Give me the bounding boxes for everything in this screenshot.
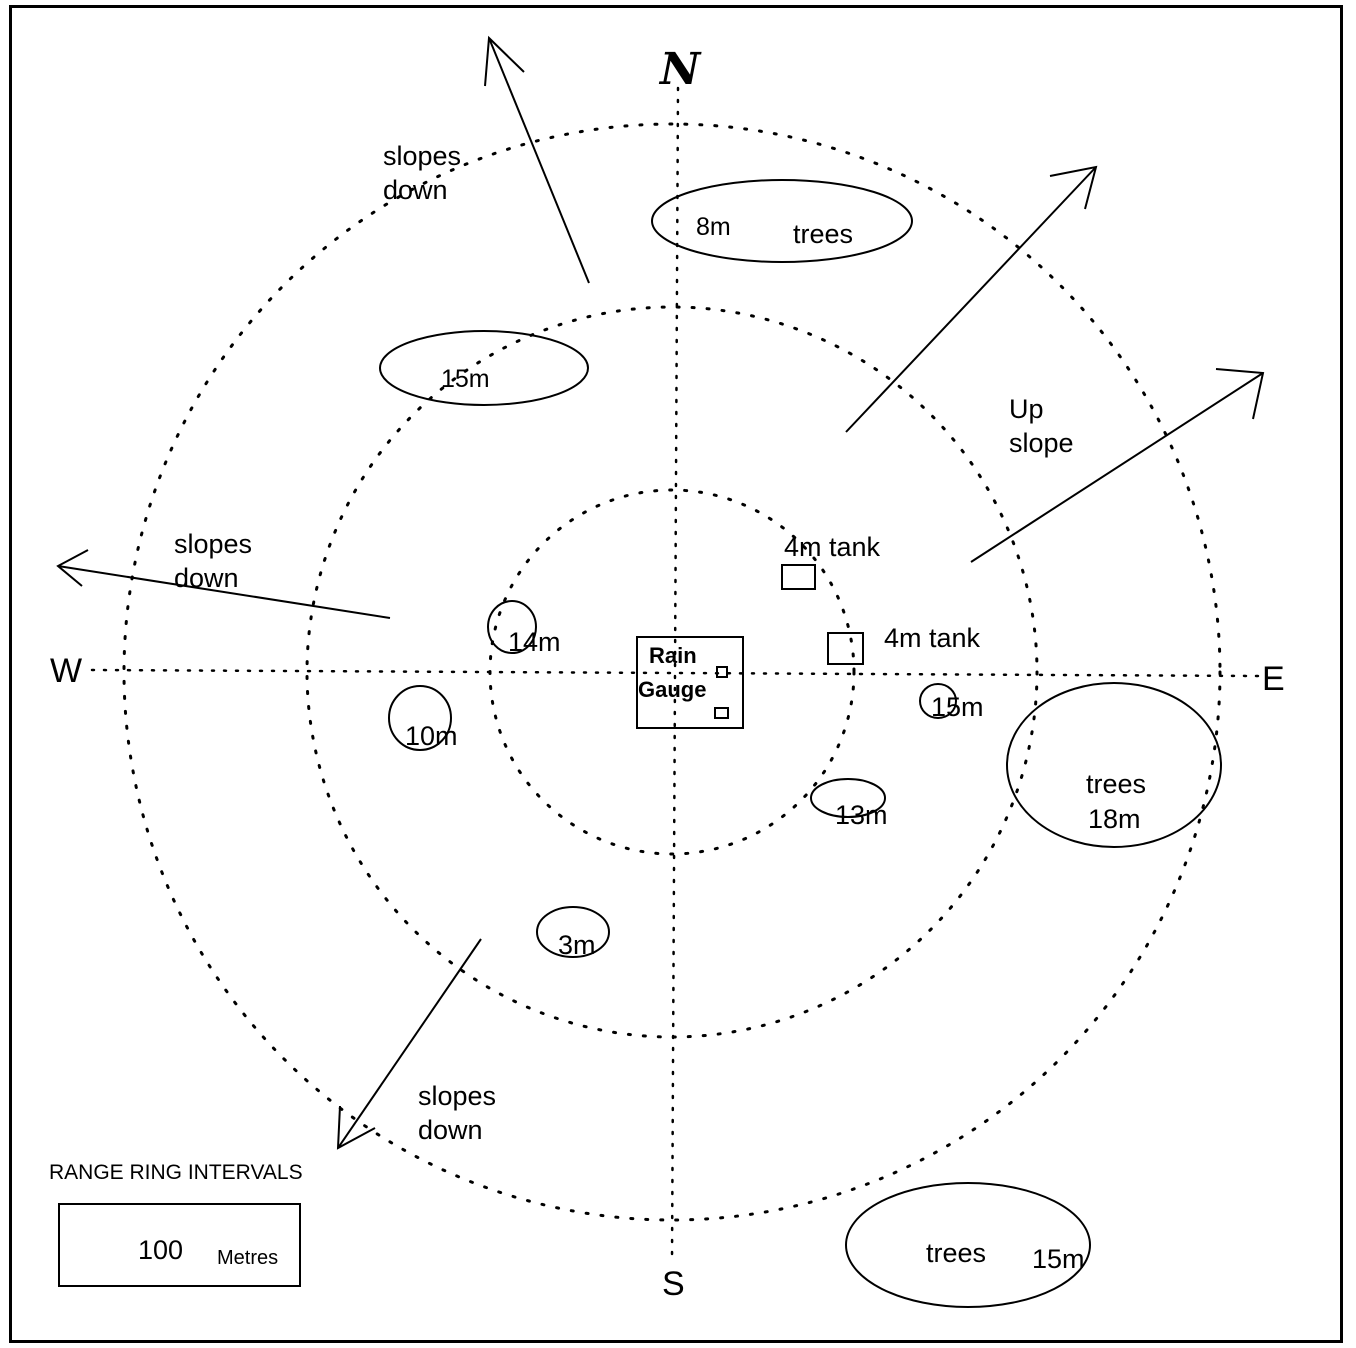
east-west-axis [90,668,1260,678]
obstacle-east-inner-outline [919,683,957,719]
trees-north-label: trees [793,219,853,249]
slope-w-label-line1: slopes [174,529,252,559]
gauge-marker-square [716,666,728,678]
obstacle-west-mid-height: 10m [405,721,458,751]
south-label: S [662,1265,685,1303]
tank-upper-shape [781,564,816,590]
obstacle-sw-height: 3m [558,930,596,960]
slope-arrow-north-east-lower [970,368,1265,563]
range-ring-300m [122,122,1222,1222]
obstacle-east-inner-height: 15m [931,692,984,722]
trees-east-outline [1006,682,1222,848]
legend-unit: Metres [217,1247,278,1269]
tank-lower-shape [827,632,864,665]
trees-east-height: 18m [1088,804,1141,834]
north-label: N [658,44,702,95]
slope-nw-label-line1: slopes [383,141,461,171]
slope-ne-label-line2: slope [1009,428,1074,458]
slope-ne-label-line1: Up [1009,394,1044,424]
slope-nw-label-line2: down [383,175,448,205]
diagram-frame [9,5,1343,1343]
obstacle-west-inner-height: 14m [508,627,561,657]
legend-box [58,1203,301,1287]
slope-arrow-west [56,549,391,619]
rain-gauge-label-line2: Gauge [638,677,706,702]
obstacle-west-inner-outline [487,600,537,654]
slope-sw-label-line1: slopes [418,1081,496,1111]
obstacle-nw-outline [379,330,589,406]
slope-arrow-south-west [336,938,482,1150]
tank-lower-label: 4m tank [884,623,981,653]
obstacle-nw-height: 15m [441,365,490,393]
slope-arrow-north-east-upper [845,165,1098,433]
slope-w-label-line2: down [174,563,239,593]
trees-north-height: 8m [696,213,731,241]
gauge-marker-square [714,707,729,719]
obstacle-se-inner-height: 13m [835,800,888,830]
trees-north-outline [651,179,913,263]
trees-east-label: trees [1086,769,1146,799]
legend-title: RANGE RING INTERVALS [49,1161,303,1184]
east-label: E [1262,660,1285,698]
slope-arrow-north-west [484,35,590,284]
rain-gauge-box [636,636,744,729]
obstacle-sw-outline [536,906,610,958]
obstacle-west-mid-outline [388,685,452,751]
slope-sw-label-line2: down [418,1115,483,1145]
obstacle-se-inner-outline [810,778,886,818]
west-label: W [50,652,82,690]
north-south-axis [670,86,680,1264]
tank-upper-label: 4m tank [784,532,881,562]
trees-south-height: 15m [1032,1244,1085,1274]
legend-value: 100 [138,1235,183,1265]
trees-south-label: trees [926,1238,986,1268]
rain-gauge-label-line1: Rain [649,643,697,668]
trees-south-outline [845,1182,1091,1308]
